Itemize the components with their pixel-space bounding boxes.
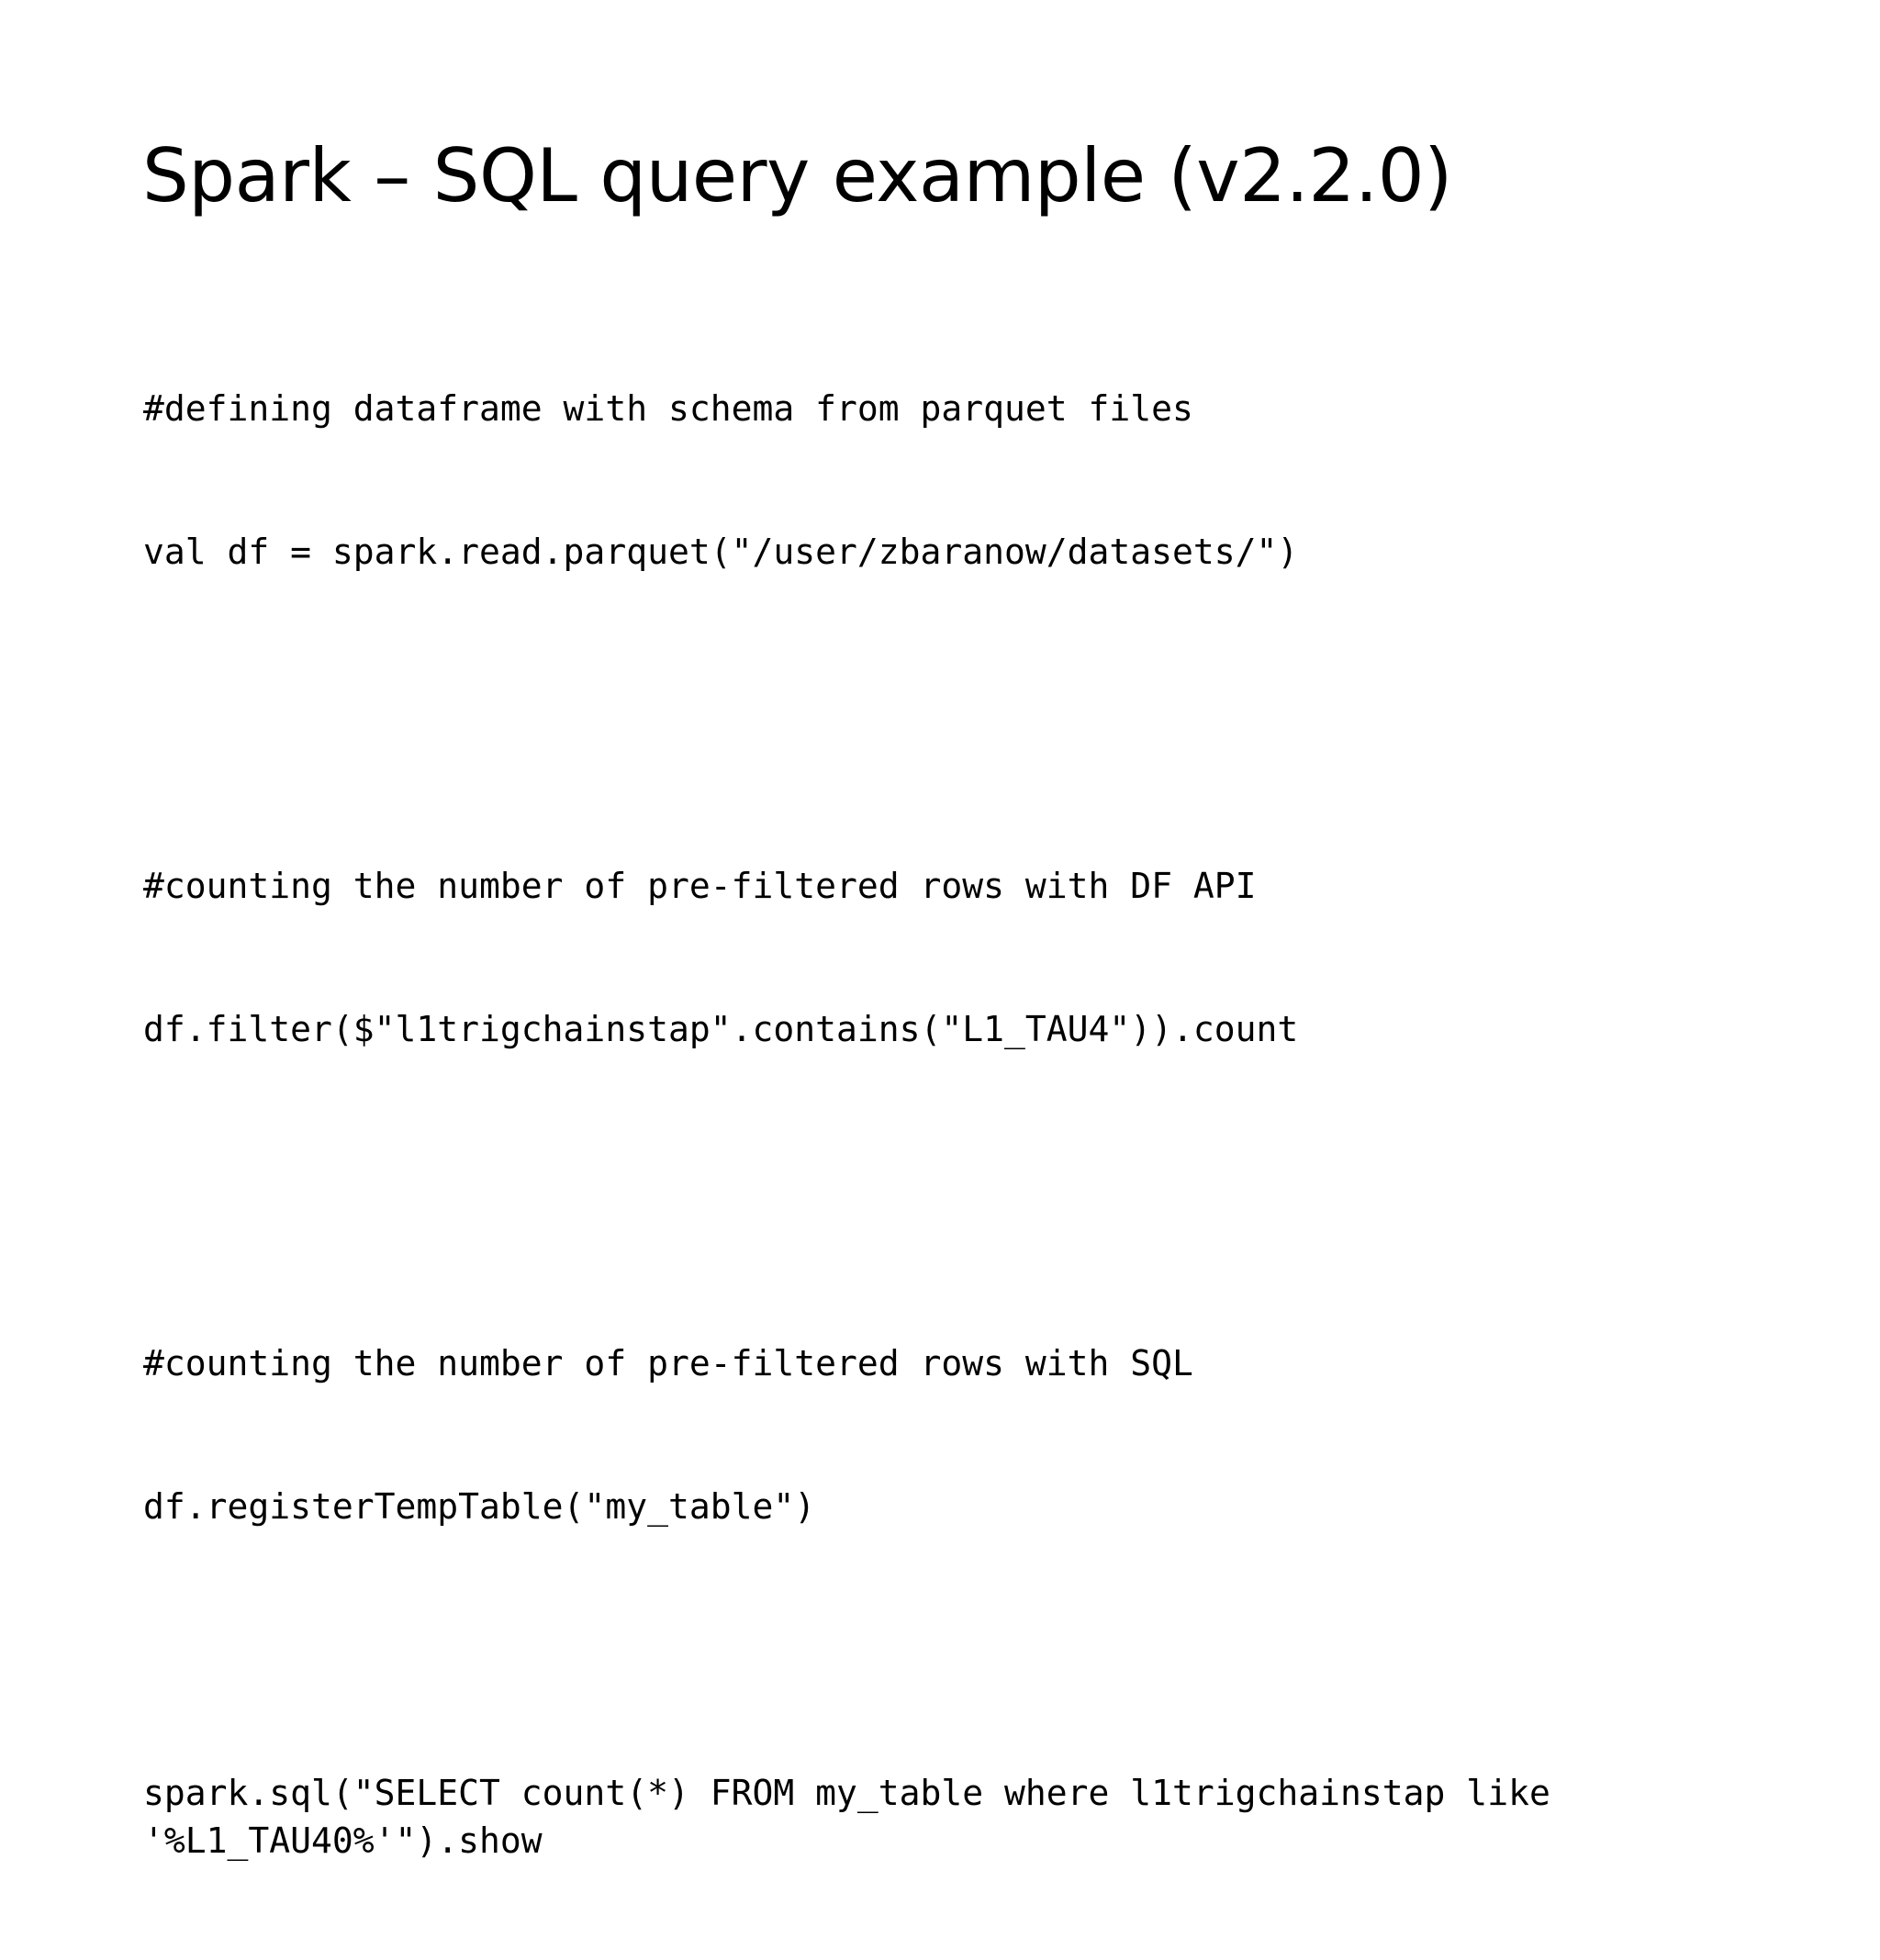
slide-canvas: Spark – SQL query example (v2.2.0) #defi…: [142, 132, 1550, 1861]
block-spacer: [143, 1148, 1796, 1244]
code-statement-line: val df = spark.read.parquet("/user/zbara…: [143, 532, 1299, 572]
code-comment-line: #counting the number of pre-filtered row…: [143, 866, 1257, 906]
code-comment-line: #counting the number of pre-filtered row…: [143, 1343, 1193, 1383]
page-title: Spark – SQL query example (v2.2.0): [142, 132, 1452, 218]
code-block-count-df-api: #counting the number of pre-filtered row…: [143, 767, 1796, 1148]
code-comment-line: #defining dataframe with schema from par…: [143, 388, 1193, 429]
block-spacer: [143, 1626, 1796, 1674]
block-spacer: [143, 671, 1796, 767]
code-statement-line: spark.sql("SELECT count(*) FROM my_table…: [143, 1773, 1572, 1861]
code-content-area: #defining dataframe with schema from par…: [143, 289, 1796, 1960]
code-block-count-sql-register: #counting the number of pre-filtered row…: [143, 1244, 1796, 1626]
code-block-define-dataframe: #defining dataframe with schema from par…: [143, 289, 1796, 671]
code-statement-line: df.registerTempTable("my_table"): [143, 1486, 816, 1527]
code-block-count-sql-query: spark.sql("SELECT count(*) FROM my_table…: [143, 1674, 1796, 1960]
code-statement-line: df.filter($"l1trigchainstap".contains("L…: [143, 1009, 1299, 1049]
